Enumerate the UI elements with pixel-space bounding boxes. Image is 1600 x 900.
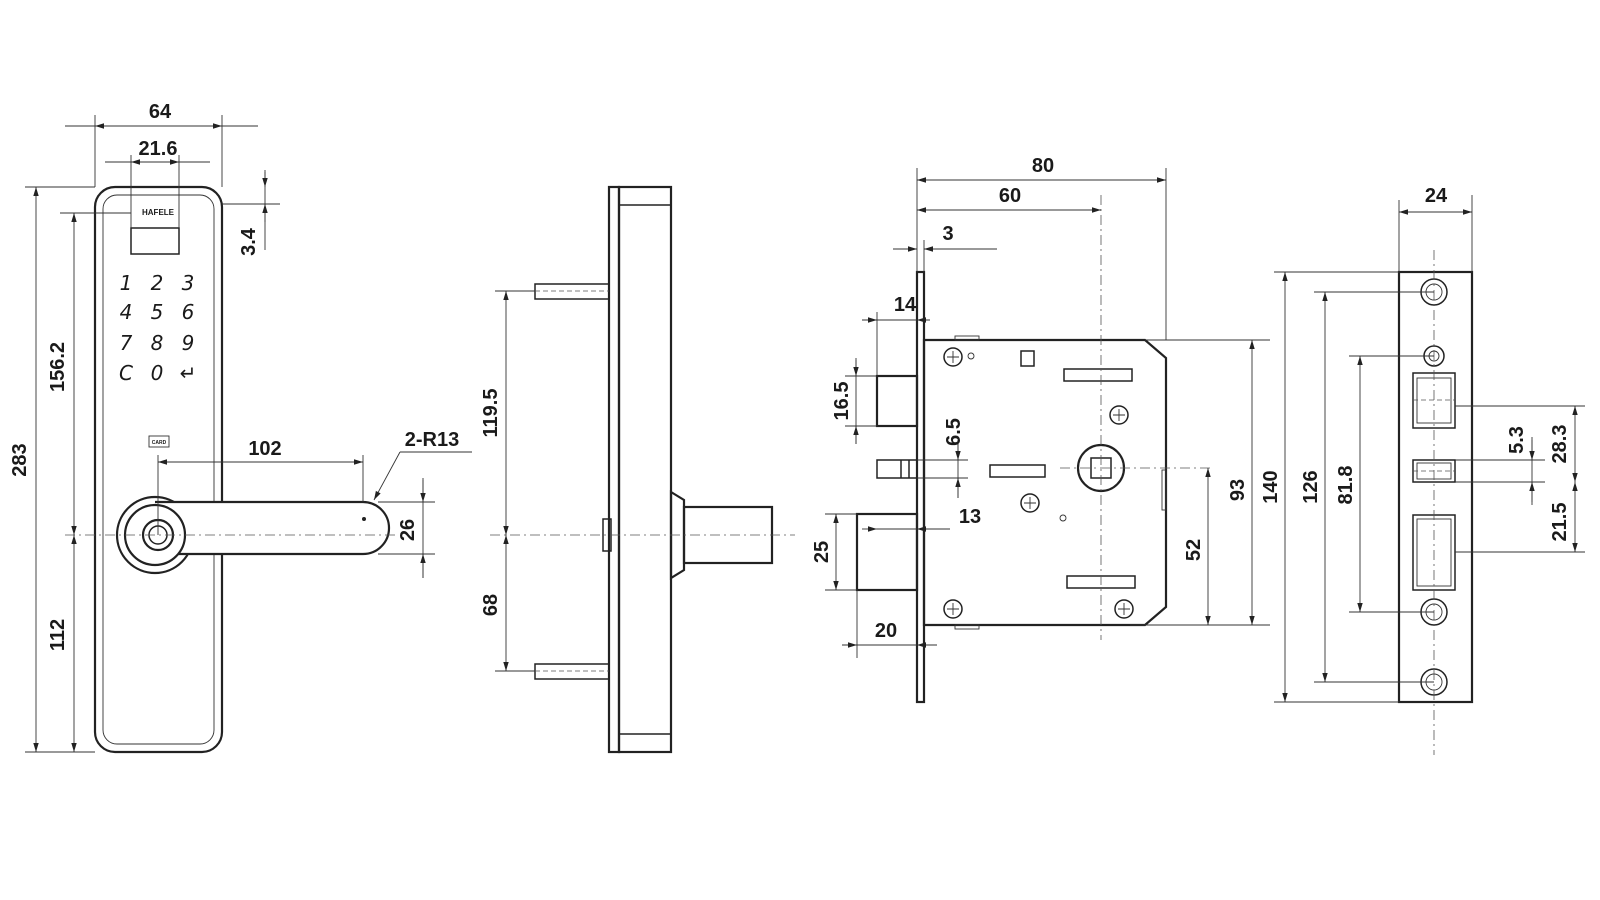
trigger-bolt — [876, 459, 918, 479]
dim-strike-lower: 21.5 — [1549, 503, 1571, 542]
front-dimensions: 64 21.6 3.4 283 156.2 112 102 2-R13 26 — [9, 101, 472, 753]
side-dimensions: 119.5 68 — [480, 290, 535, 672]
card-reader — [148, 435, 170, 448]
key-0: 0 — [151, 361, 164, 385]
case-screw-bottom-left — [943, 599, 963, 619]
dim-side-lower: 68 — [480, 594, 502, 616]
lower-screw-post — [534, 663, 610, 680]
dim-strike-inner-spacing: 81.8 — [1335, 466, 1357, 505]
dim-strike-height: 140 — [1260, 470, 1282, 503]
display-window — [130, 227, 180, 255]
key-1: 1 — [120, 271, 133, 295]
side-view — [490, 185, 795, 754]
dim-strike-width: 24 — [1425, 185, 1448, 207]
dim-top-offset: 3.4 — [238, 227, 260, 256]
dim-latch-projection: 14 — [894, 294, 917, 316]
side-plate-body — [617, 185, 673, 754]
dim-side-upper: 119.5 — [480, 389, 502, 438]
key-9: 9 — [182, 331, 195, 355]
pin-top-left — [967, 352, 975, 360]
dim-handle-length: 102 — [248, 438, 281, 460]
key-6: 6 — [182, 300, 195, 324]
dim-strike-upper: 28.3 — [1549, 425, 1571, 464]
key-3: 3 — [182, 271, 195, 295]
latch-bolt — [875, 374, 919, 428]
dim-strike-gap: 5.3 — [1506, 426, 1528, 454]
key-5: 5 — [151, 300, 164, 324]
dim-body-height: 93 — [1227, 479, 1249, 501]
dim-front-width: 64 — [149, 101, 172, 123]
key-enter: ↵ — [180, 361, 197, 385]
dim-upper-height: 156.2 — [47, 342, 69, 392]
side-plate-back — [607, 185, 621, 754]
lever-end-dot — [362, 517, 366, 521]
key-2: 2 — [151, 271, 164, 295]
dim-strike-hole-spacing: 126 — [1300, 470, 1322, 503]
case-screw-top-left — [943, 347, 963, 367]
key-7: 7 — [120, 331, 133, 355]
dim-trigger-offset: 13 — [959, 506, 981, 528]
upper-screw-post — [534, 283, 610, 300]
handle-neck — [669, 490, 686, 580]
dim-bolt-height: 25 — [811, 541, 833, 563]
card-label: CARD — [152, 440, 167, 446]
trigger-slot — [989, 464, 1046, 478]
lever-handle — [155, 500, 391, 556]
front-plate-outer — [93, 185, 224, 754]
case-screw-bottom-right — [1114, 599, 1134, 619]
key-8: 8 — [151, 331, 164, 355]
dead-bolt — [855, 512, 919, 592]
upper-slot — [1063, 368, 1133, 382]
dim-display-width: 21.6 — [139, 138, 178, 160]
strike-dimensions: 24 140 126 81.8 5.3 28.3 21.5 — [1260, 185, 1585, 703]
dim-latch-height: 16.5 — [831, 382, 853, 421]
brand-logo: HAFELE — [142, 208, 175, 217]
strike-plate-view — [1397, 250, 1474, 755]
mortise-body-view — [855, 195, 1210, 704]
dim-handle-width: 26 — [397, 519, 419, 541]
key-clear: C — [119, 361, 133, 385]
dim-faceplate-thickness: 3 — [942, 223, 953, 245]
key-4: 4 — [120, 300, 133, 324]
front-plate-inner — [102, 194, 215, 745]
dim-total-height: 283 — [9, 443, 31, 476]
upper-slot-block — [1020, 350, 1035, 367]
front-view: HAFELE 1 2 3 4 5 6 7 8 9 C 0 ↵ CARD — [65, 185, 395, 754]
dim-lower-height: 112 — [47, 619, 69, 651]
dim-bolt-projection: 20 — [875, 620, 897, 642]
dim-body-width: 80 — [1032, 155, 1054, 177]
mortise-dimensions: 80 60 3 14 16.5 6.5 13 25 — [811, 155, 1270, 658]
lock-case — [922, 338, 1168, 627]
keypad: 1 2 3 4 5 6 7 8 9 C 0 ↵ — [119, 271, 196, 385]
strike-plate — [1397, 270, 1474, 704]
dim-spindle-height: 52 — [1183, 539, 1205, 561]
pin-lower — [1059, 514, 1067, 522]
case-screw-lower-left — [1020, 493, 1040, 513]
dim-handle-radius: 2-R13 — [405, 429, 459, 451]
case-screw-mid — [1109, 405, 1129, 425]
dim-trigger-height: 6.5 — [943, 418, 965, 446]
dim-backset: 60 — [999, 185, 1021, 207]
